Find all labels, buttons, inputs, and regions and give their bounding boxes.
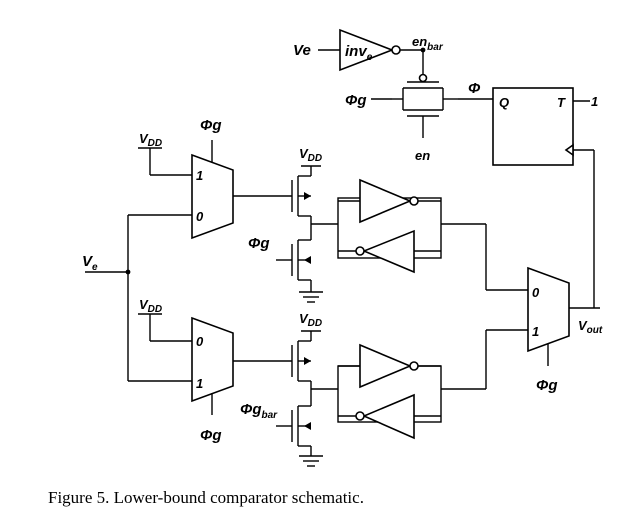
ff-t-label: T bbox=[557, 95, 566, 110]
phi-g-top-mux-label: Φg bbox=[200, 117, 222, 134]
phi-g-bottom-mux-label: Φg bbox=[200, 427, 222, 444]
vdd-upper-mux-label: VDD bbox=[139, 131, 162, 149]
en-label: en bbox=[415, 148, 430, 163]
en-bar-net: enbar bbox=[400, 34, 444, 74]
ve-top-label: Ve bbox=[293, 42, 311, 59]
phi-net: Φ bbox=[458, 80, 493, 100]
upper-nmos: Φg bbox=[248, 235, 323, 303]
mux-lower: 0 1 Φg bbox=[191, 316, 234, 444]
mux-output-in1: 1 bbox=[532, 324, 539, 339]
phi-g-tg-label: Φg bbox=[345, 92, 367, 109]
mux-output-in0: 0 bbox=[532, 285, 540, 300]
t-flip-flop: Q T 1 bbox=[492, 87, 598, 308]
left-input-ve: Ve bbox=[82, 214, 192, 382]
phi-label: Φ bbox=[468, 80, 481, 97]
vdd-lower-mux: VDD bbox=[138, 297, 192, 342]
lower-pmos: VDD bbox=[291, 311, 322, 404]
mux-lower-in1: 1 bbox=[196, 376, 203, 391]
mux-lower-in0: 0 bbox=[196, 334, 204, 349]
phi-g-bar-label: Φgbar bbox=[240, 401, 278, 421]
lower-nmos: Φgbar bbox=[240, 401, 323, 467]
en-bar-label: enbar bbox=[412, 34, 444, 53]
mux-upper: 1 0 Φg bbox=[191, 117, 234, 240]
vdd-upper-mux: VDD bbox=[138, 131, 192, 176]
vdd-upper-pmos-label: VDD bbox=[299, 146, 322, 164]
lower-latch bbox=[337, 329, 528, 440]
mux-upper-in1: 1 bbox=[196, 168, 203, 183]
figure-caption: Figure 5. Lower-bound comparator schemat… bbox=[48, 488, 364, 507]
upper-latch bbox=[337, 178, 528, 291]
vout-label: Vout bbox=[578, 318, 603, 336]
phi-g-tg-input: Φg bbox=[345, 92, 392, 109]
vdd-lower-mux-label: VDD bbox=[139, 297, 162, 315]
mux-upper-in0: 0 bbox=[196, 209, 204, 224]
ve-left-label: Ve bbox=[82, 253, 98, 273]
upper-pmos: VDD bbox=[291, 146, 322, 238]
ff-q-label: Q bbox=[499, 95, 509, 110]
ff-t-value: 1 bbox=[591, 94, 598, 109]
phi-g-out-mux-label: Φg bbox=[536, 377, 558, 394]
phi-g-upper-nmos-label: Φg bbox=[248, 235, 270, 252]
inv-label: inve bbox=[345, 43, 373, 63]
inverter-ve: inve bbox=[339, 28, 401, 72]
mux-output: 0 1 Φg Vout bbox=[527, 266, 603, 394]
vdd-lower-pmos-label: VDD bbox=[299, 311, 322, 329]
transmission-gate: en bbox=[392, 73, 458, 163]
top-input-ve: Ve bbox=[293, 42, 340, 59]
